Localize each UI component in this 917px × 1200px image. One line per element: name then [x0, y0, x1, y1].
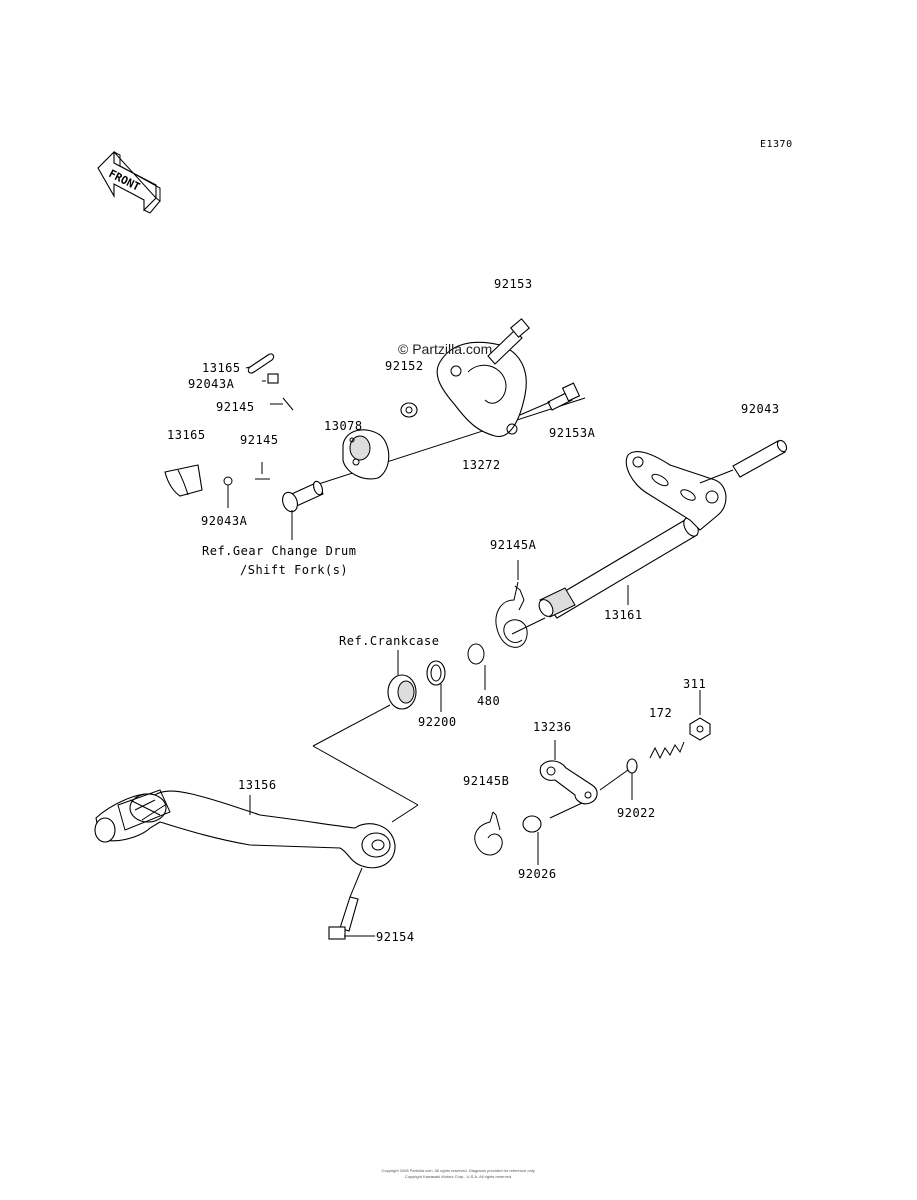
ref-shift-forks: /Shift Fork(s): [240, 563, 349, 577]
part-label-13272: 13272: [462, 458, 501, 472]
part-label-13165-bottom: 13165: [167, 428, 206, 442]
ref-gear-change-drum: Ref.Gear Change Drum: [202, 544, 357, 558]
part-label-92026: 92026: [518, 867, 557, 881]
part-label-13156: 13156: [238, 778, 277, 792]
part-label-172: 172: [649, 706, 673, 720]
part-label-92043a-top: 92043A: [188, 377, 235, 391]
pin-92043: [699, 439, 788, 484]
lever-link-group: [539, 690, 711, 819]
part-label-13161: 13161: [604, 608, 643, 622]
part-label-92022: 92022: [617, 806, 656, 820]
shift-pedal-13156: [94, 789, 396, 869]
part-label-311: 311: [683, 677, 707, 691]
footer-line-1: Copyright 2008 Partzilla.com. All rights…: [381, 1168, 536, 1173]
front-arrow-icon: FRONT: [97, 150, 161, 214]
watermark: © Partzilla.com: [398, 341, 493, 357]
part-label-92145b: 92145B: [463, 774, 510, 788]
part-label-480: 480: [477, 694, 501, 708]
part-label-92153a: 92153A: [549, 426, 596, 440]
part-label-92154: 92154: [376, 930, 415, 944]
part-label-13165-top: 13165: [202, 361, 241, 375]
part-label-13078: 13078: [324, 419, 363, 433]
part-label-92145-mid: 92145: [240, 433, 279, 447]
part-label-92152: 92152: [385, 359, 424, 373]
circlip-480: [467, 643, 486, 690]
oil-seal-crankcase: [387, 650, 417, 710]
diagram-id: E1370: [760, 139, 793, 150]
part-label-92043a-bottom: 92043A: [201, 514, 248, 528]
ref-crankcase: Ref.Crankcase: [339, 634, 440, 648]
footer-line-2: Copyright Kawasaki Motors Corp., U.S.A. …: [404, 1174, 513, 1179]
small-parts-top-left: [164, 353, 294, 540]
part-label-92145a: 92145A: [490, 538, 537, 552]
spring-92145b-washer-92026: [474, 811, 542, 865]
part-label-92200: 92200: [418, 715, 457, 729]
part-label-13236: 13236: [533, 720, 572, 734]
part-label-92153: 92153: [494, 277, 533, 291]
part-label-92043: 92043: [741, 402, 780, 416]
washer-92200: [426, 660, 446, 712]
spring-92145a: [495, 560, 528, 648]
shift-shaft-13161: [511, 451, 727, 635]
part-label-92145-top: 92145: [216, 400, 255, 414]
connection-lines: [312, 704, 419, 823]
bolt-92154: [328, 867, 375, 940]
shift-drum-assembly: [282, 318, 586, 513]
